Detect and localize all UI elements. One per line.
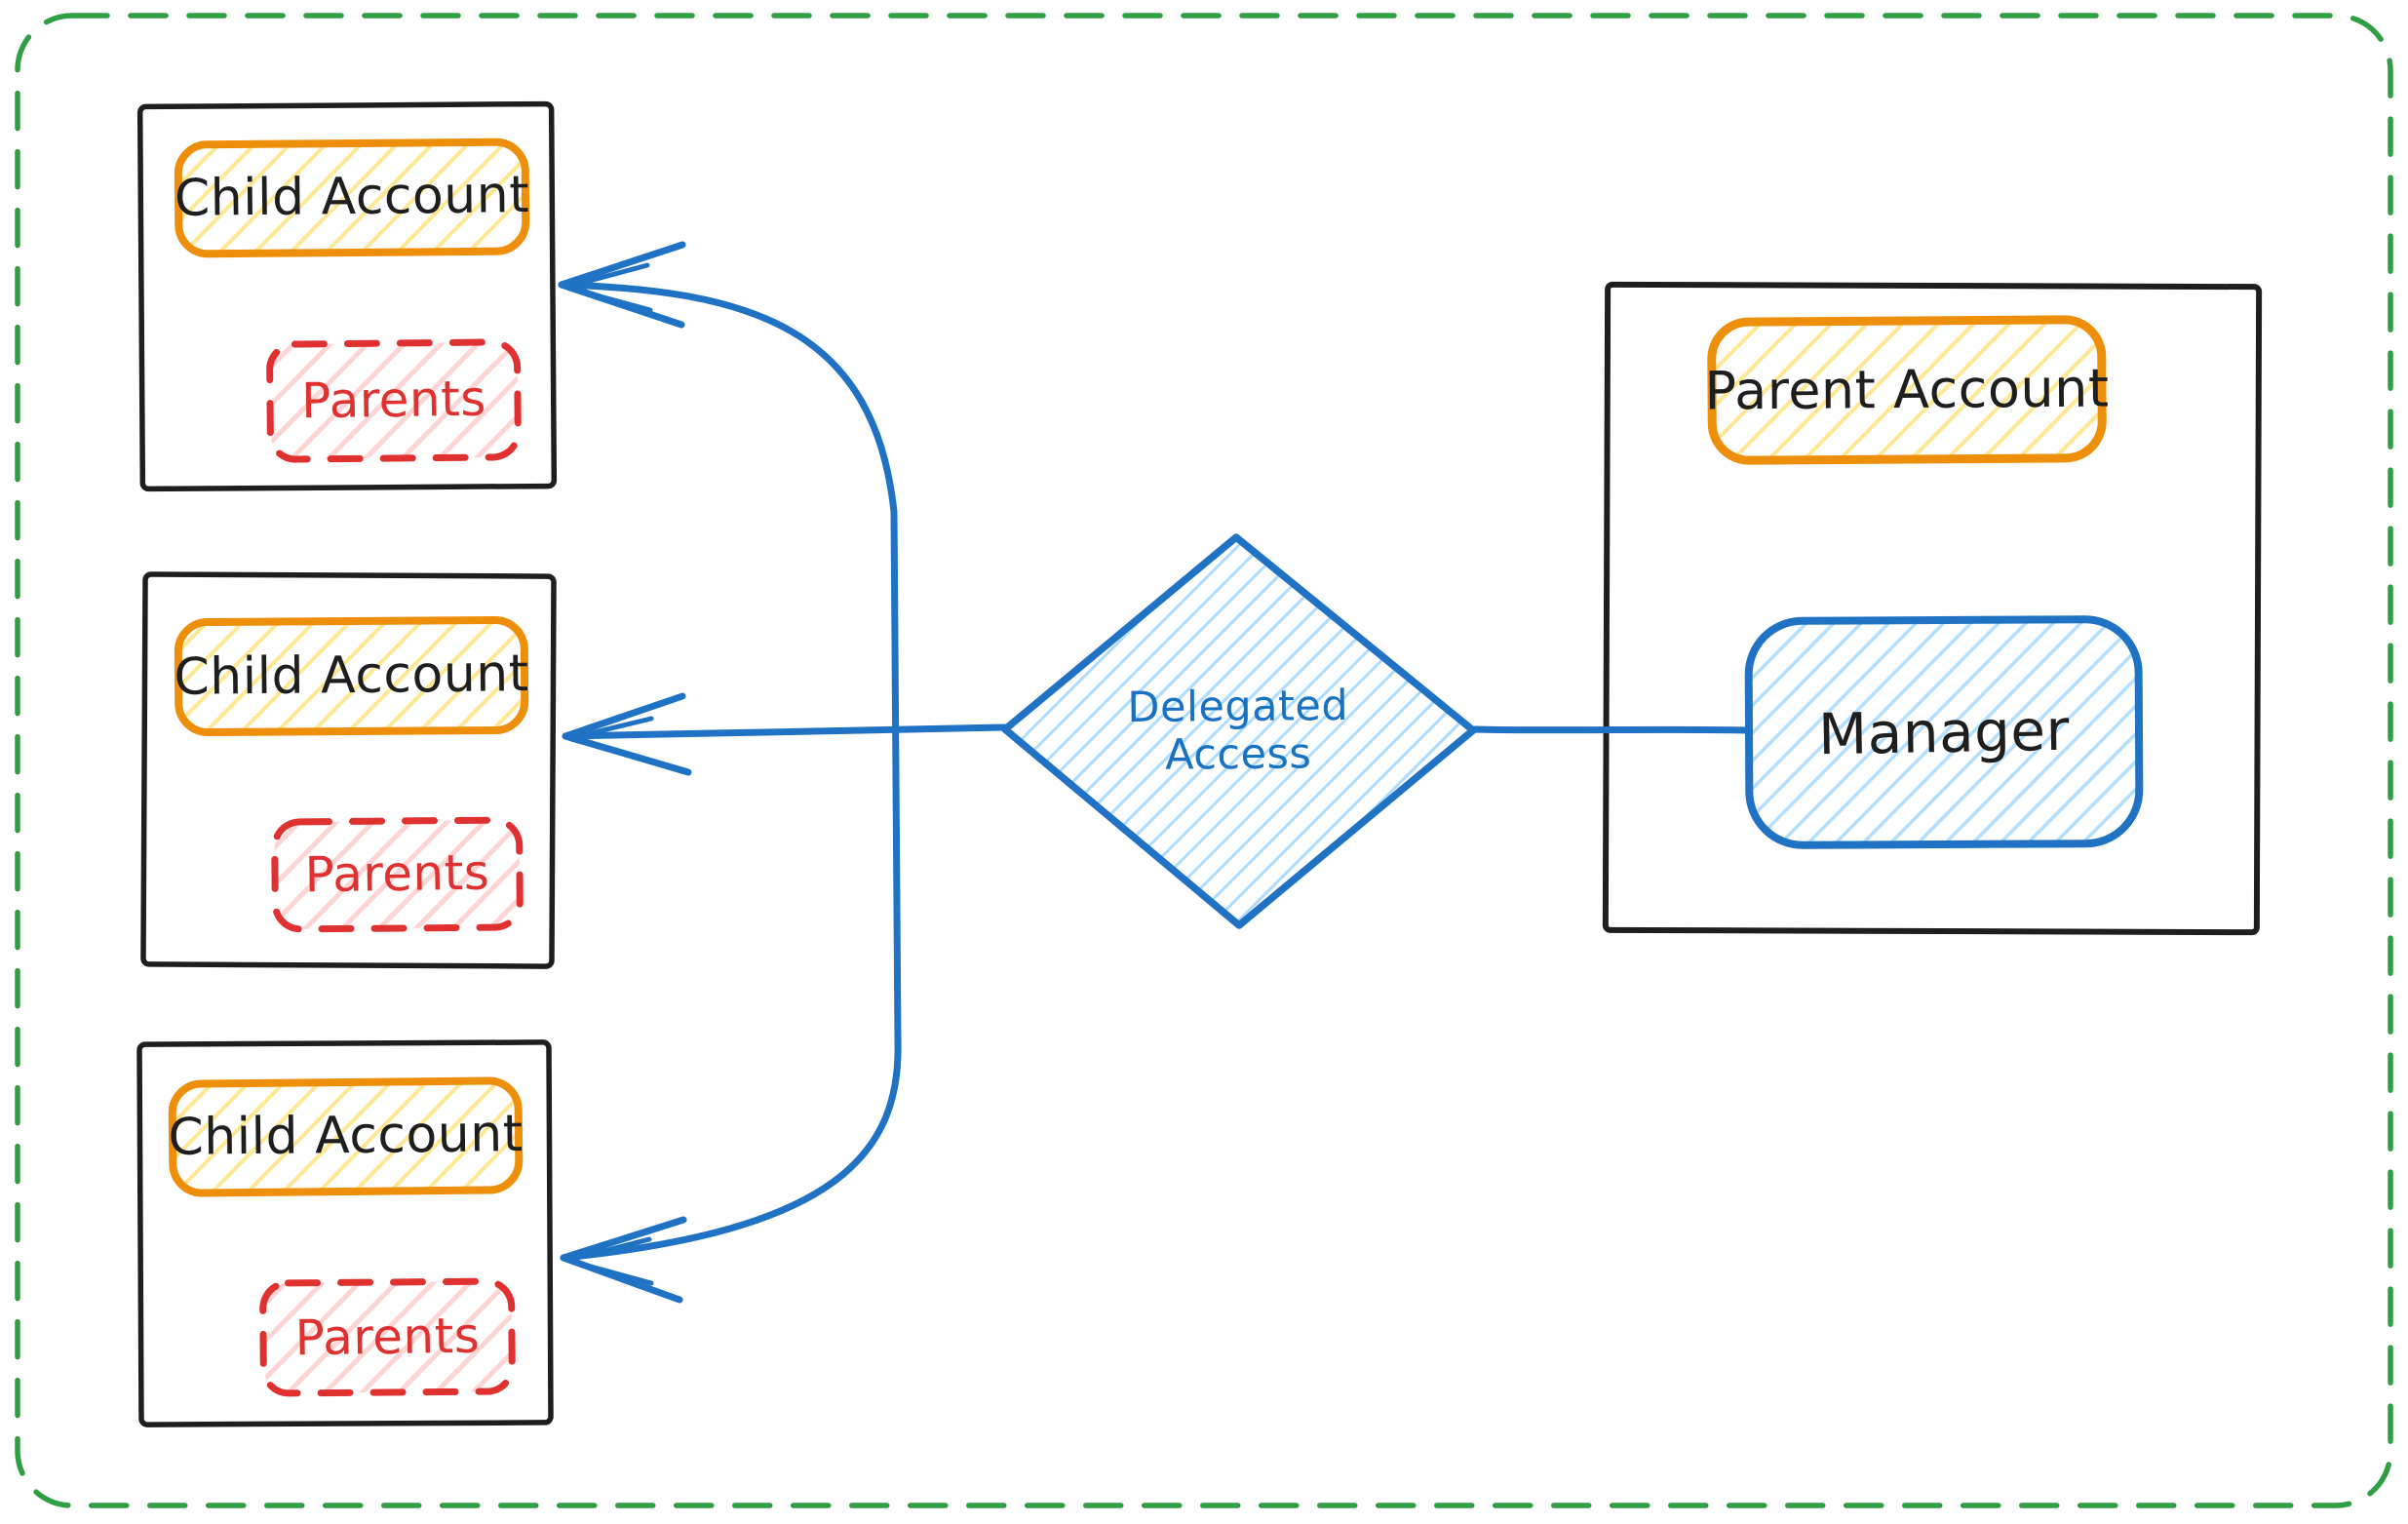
child-account-group-3[interactable] <box>136 1039 554 1427</box>
manager-shape[interactable] <box>1744 615 2144 849</box>
child-account-2-title-shape[interactable] <box>174 615 529 737</box>
arrow-diamond-child2[interactable] <box>562 723 1009 740</box>
child-account-group-2[interactable] <box>140 571 557 969</box>
arrowhead-child3 <box>560 1216 687 1304</box>
parent-account-group[interactable] <box>1602 281 2263 936</box>
arrowhead-child3-inner <box>566 1236 654 1286</box>
delegated-access-diamond[interactable] <box>1001 533 1477 929</box>
child-account-1-parents-shape[interactable] <box>266 338 522 463</box>
arrowhead-child2-inner <box>567 716 658 764</box>
frame-border <box>15 13 2393 1508</box>
arrowhead-child1-inner <box>564 262 653 313</box>
child-account-group-1[interactable] <box>136 100 558 492</box>
child-account-3-title-shape[interactable] <box>168 1076 524 1197</box>
arrow-curve-child1-child3[interactable] <box>558 281 902 1262</box>
connector-manager-diamond[interactable] <box>1471 725 1753 734</box>
connectors <box>558 241 1753 1304</box>
child-account-3-parents-shape[interactable] <box>259 1277 516 1397</box>
child-account-2-parents-shape[interactable] <box>271 816 524 933</box>
child-account-1-title-shape[interactable] <box>174 137 530 258</box>
parent-account-title-shape[interactable] <box>1707 315 2107 465</box>
